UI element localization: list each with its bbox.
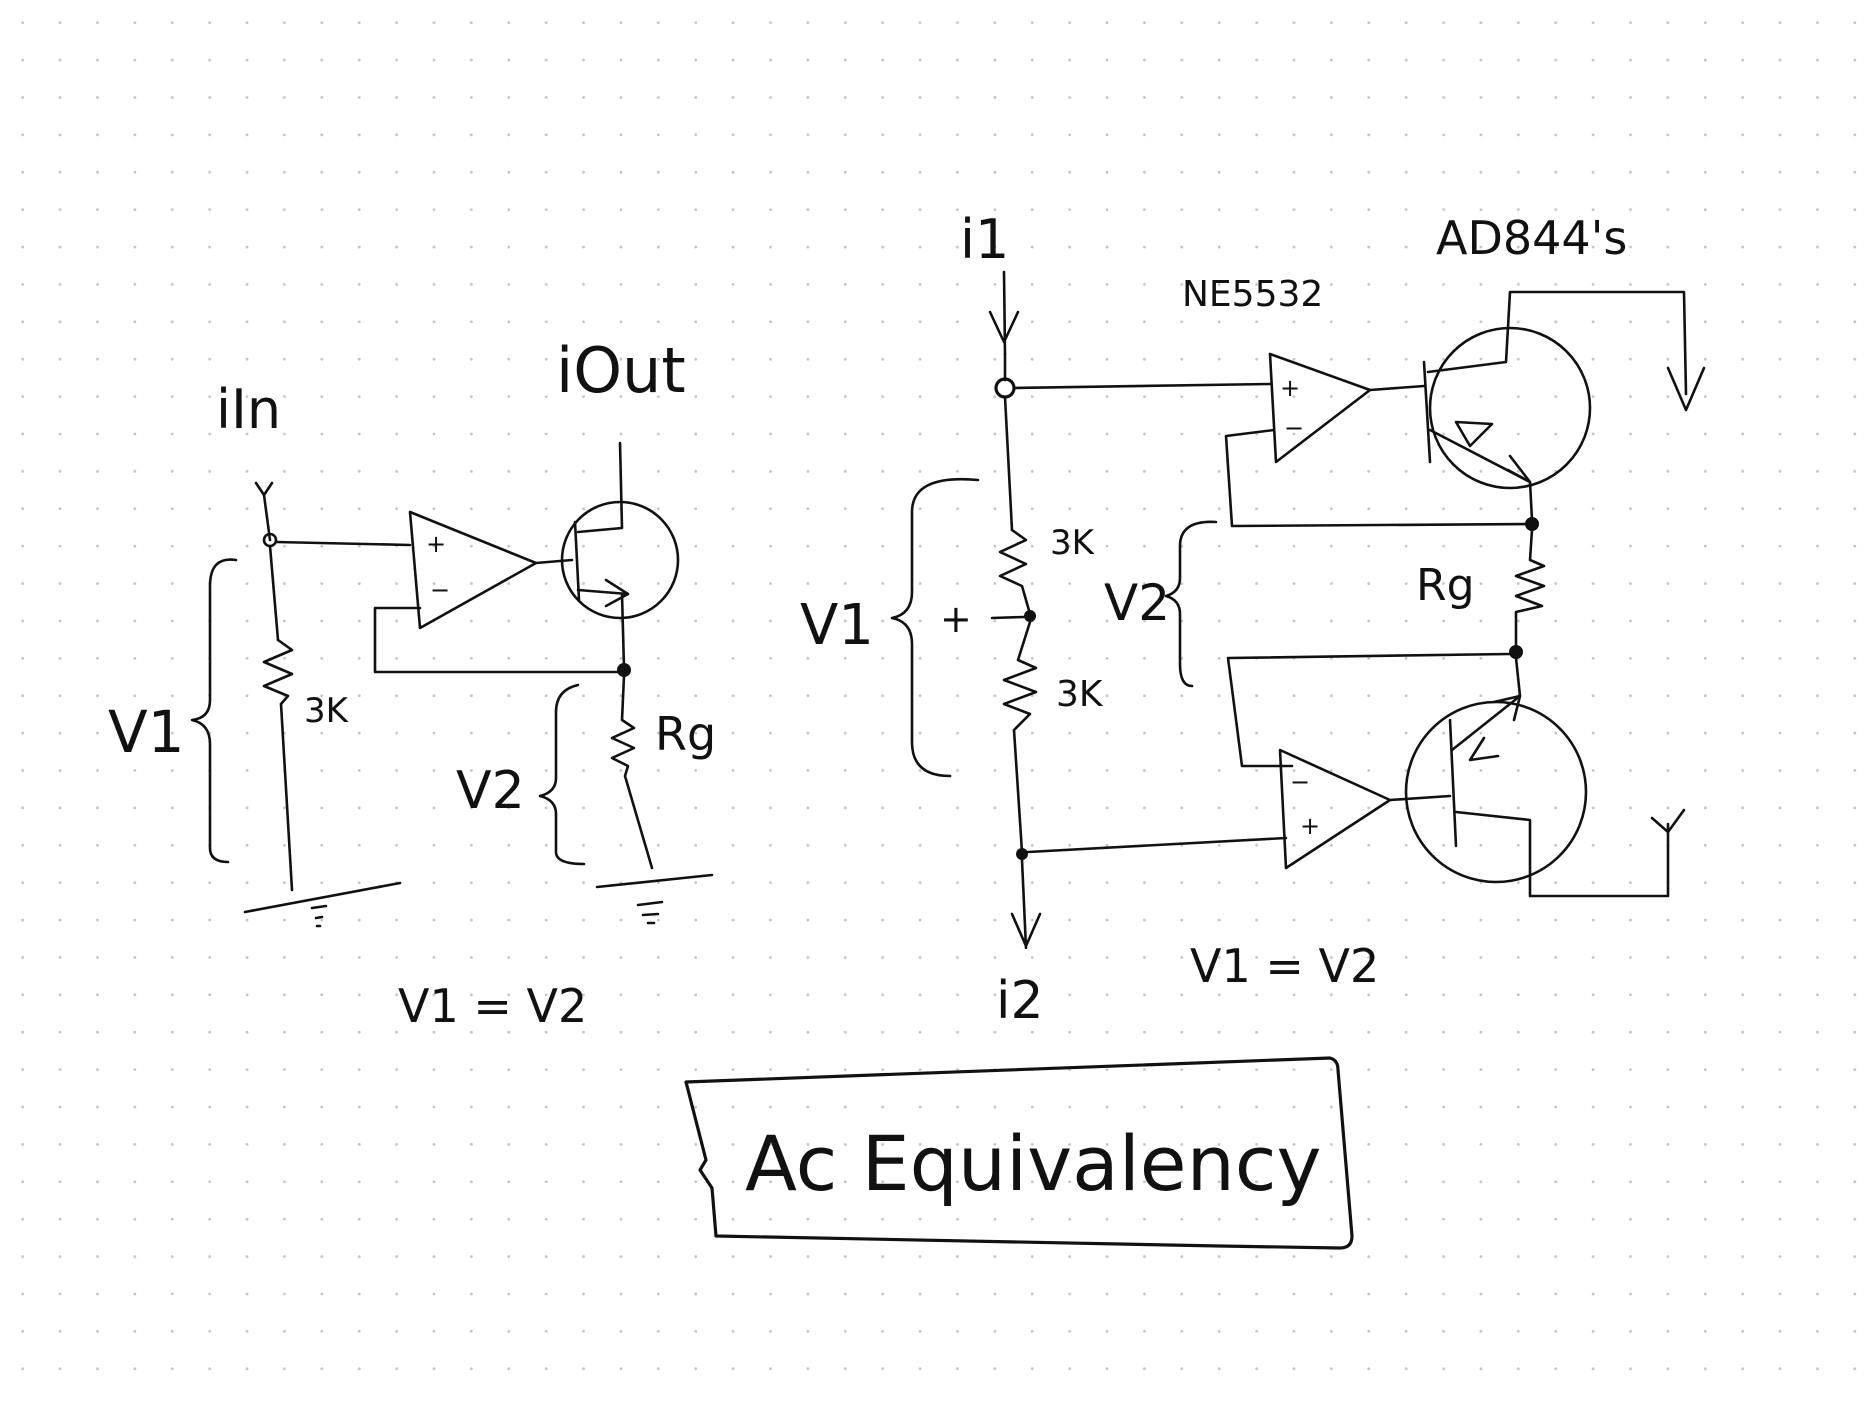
right-top-opamp-output-wire [1368,384,1426,392]
title-box-outline [684,1056,1354,1250]
left-emitter-node [617,663,631,677]
right-bottom-transistor-circle [1404,700,1588,884]
left-opamp-plus: + [426,530,446,558]
right-input-arrow [988,270,1020,356]
right-bottom-transistor-base [1448,718,1458,848]
right-mid-node [1024,610,1036,622]
right-bottom-node [1016,848,1028,860]
right-bottom-opamp-minus: − [1290,768,1310,796]
left-v2-label: V2 [456,761,525,821]
right-top-emitter-node [1525,517,1539,531]
right-top-input-wire [1012,382,1272,390]
right-bottom-transistor-emitter [1450,656,1522,752]
right-top-3k-resistor [998,528,1032,616]
right-bottom-transistor-inner [1468,736,1500,762]
right-top-transistor-circle [1428,326,1592,490]
right-transistor-part-label: AD844's [1436,211,1627,265]
left-3k-resistor [262,638,294,706]
right-bottom-3k-resistor [1002,620,1038,732]
left-ground-rail [279,702,294,892]
left-opamp-minus: − [430,576,450,604]
right-input-label: i1 [960,208,1009,271]
right-rail-lower [1012,728,1024,854]
right-bottom-opamp [1278,748,1392,870]
right-bottom-opamp-output-wire [1388,794,1452,802]
left-rg-label: Rg [655,707,716,761]
left-circuit: + − iIn iOut 3K Rg V1 V2 V1 = V2 [108,334,716,1033]
right-top-3k-label: 3K [1050,523,1096,563]
right-bottom-feedback-wire [1226,652,1512,768]
right-output-arrow [1010,858,1042,950]
right-bottom-opamp-plus: + [1300,812,1320,840]
left-transistor-collector [576,441,624,534]
title-text: Ac Equivalency [745,1119,1322,1208]
right-top-transistor-emitter-arrow [1506,454,1532,484]
left-transistor-base [573,520,581,602]
left-opamp [408,510,538,630]
left-rg-resistor [610,674,654,870]
left-emitter-down-wire [620,592,626,670]
left-v1-label: V1 [108,698,185,766]
right-top-transistor-collector [1426,290,1688,396]
right-top-opamp-minus: − [1284,414,1304,442]
right-bottom-3k-label: 3K [1056,674,1104,715]
right-v2-label: V2 [1104,574,1170,632]
title-box: Ac Equivalency [684,1056,1354,1250]
left-transistor-circle [560,500,680,620]
right-bottom-emitter-node [1509,645,1523,659]
right-top-opamp [1268,352,1372,464]
left-ground-2 [310,904,328,928]
left-input-terminal [254,481,274,542]
right-top-opamp-plus: + [1280,374,1300,402]
left-ground-3 [595,873,714,889]
right-bottom-transistor-collector [1454,810,1670,898]
right-rg-resistor [1514,528,1546,648]
right-v1-label: V1 [800,593,874,658]
right-opamp-part-label: NE5532 [1182,274,1323,315]
left-v1-brace [190,558,238,864]
right-rail-upper [1003,395,1014,532]
left-equation: V1 = V2 [398,979,587,1033]
left-v2-brace [538,683,586,866]
right-top-transistor-base [1422,360,1432,464]
right-plus-wire [990,615,1026,620]
right-bottom-supply-arrow [1650,808,1686,834]
right-top-transistor-inner [1454,420,1494,448]
left-input-label: iIn [216,378,281,441]
left-transistor-emitter-arrow [604,578,630,608]
right-v1-brace [890,477,980,778]
right-rg-label: Rg [1416,560,1475,611]
left-resistor-label: 3K [304,691,350,731]
right-circuit: + − − + i1 i2 NE5532 [800,208,1706,1031]
left-transistor-emitter [576,588,630,596]
right-v2-brace [1164,520,1218,688]
right-output-label: i2 [996,971,1044,1031]
left-output-label: iOut [556,334,686,407]
right-top-emitter-wire [1528,480,1534,522]
left-feedback-wire [373,606,624,674]
right-bottom-transistor-emitter-arrow [1492,694,1522,722]
right-top-supply-arrow [1666,366,1706,412]
left-opamp-output-wire [534,558,574,565]
left-rail-wire [268,544,280,642]
right-equation: V1 = V2 [1190,939,1379,993]
right-node-plus-label: + [940,597,972,641]
left-ground-1 [243,881,402,914]
right-bottom-input-wire [1026,836,1288,854]
left-input-wire [274,540,412,547]
left-ground-4 [636,900,664,925]
right-input-node [994,377,1016,399]
right-top-feedback-wire [1224,428,1532,528]
